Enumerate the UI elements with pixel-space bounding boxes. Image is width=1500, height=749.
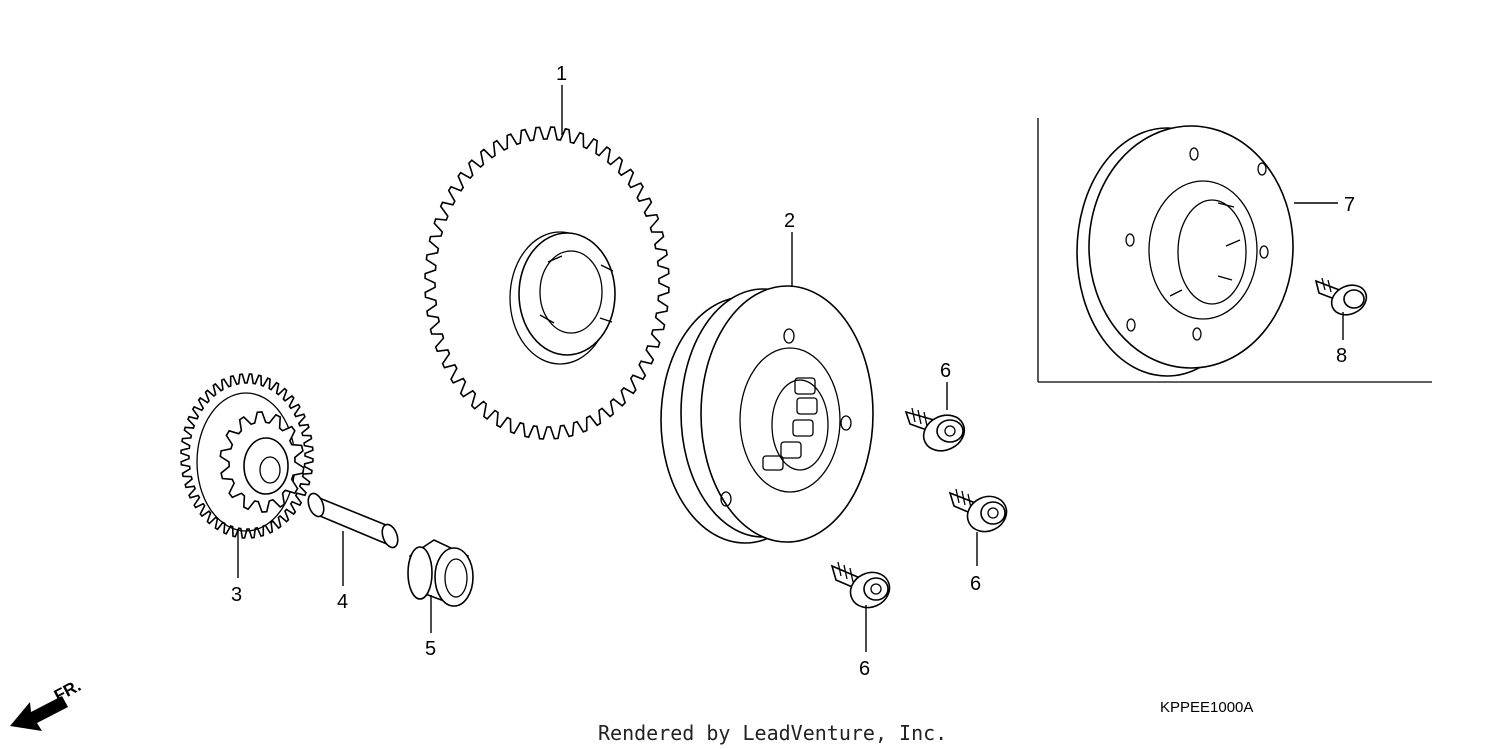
leader-lines [237, 85, 1344, 652]
front-arrow-icon [10, 696, 68, 731]
callout-3: 3 [231, 584, 242, 606]
callout-6b: 6 [970, 573, 981, 595]
callout-8: 8 [1336, 345, 1347, 367]
render-credit: Rendered by LeadVenture, Inc. [598, 721, 947, 745]
front-direction-indicator: FR. [10, 676, 84, 731]
callout-5: 5 [425, 638, 436, 660]
callout-1: 1 [556, 63, 567, 85]
starter-driven-gear[interactable] [424, 126, 670, 440]
bolt-8[interactable] [1314, 277, 1371, 320]
callout-6c: 6 [859, 658, 870, 680]
bolt-6a[interactable] [904, 407, 970, 457]
bolt-6c[interactable] [830, 561, 895, 614]
starter-clutch-assembly[interactable] [660, 285, 874, 544]
one-way-clutch[interactable] [1076, 125, 1294, 377]
callout-4: 4 [337, 591, 348, 613]
callout-2: 2 [784, 210, 795, 232]
reduction-gear-shaft[interactable] [305, 491, 400, 549]
callout-7: 7 [1344, 194, 1355, 216]
inset-frame [1037, 118, 1432, 383]
reduction-gear[interactable] [180, 373, 314, 539]
callout-6a: 6 [940, 360, 951, 382]
diagram-code: KPPEE1000A [1160, 699, 1253, 716]
collar[interactable] [407, 539, 474, 607]
bolt-6b[interactable] [948, 488, 1012, 538]
